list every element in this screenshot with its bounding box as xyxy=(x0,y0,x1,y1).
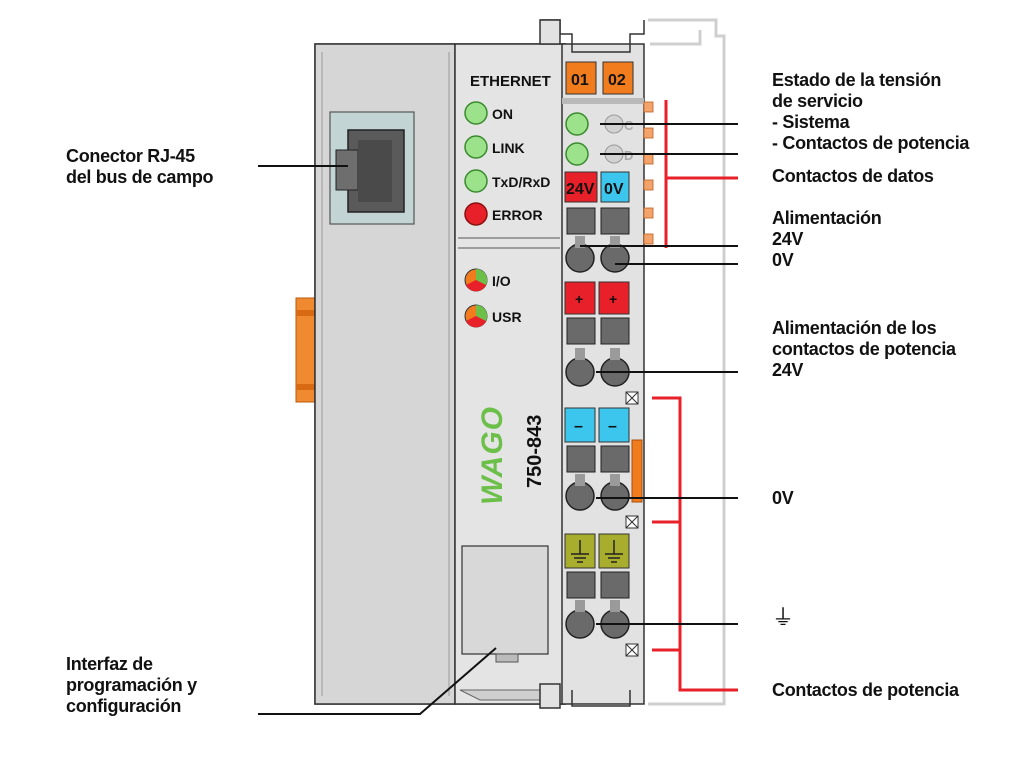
svg-text:24V: 24V xyxy=(566,181,595,198)
svg-text:+: + xyxy=(609,291,617,307)
terminal-24v-label: 24V xyxy=(564,171,598,203)
model-number: 750-843 xyxy=(524,415,546,488)
ground-symbol-icon: ⏚ xyxy=(772,606,794,631)
led-txd-rxd: TxD/RxD xyxy=(464,169,550,193)
svg-text:+: + xyxy=(575,291,583,307)
svg-text:I/O: I/O xyxy=(492,273,511,289)
svg-text:–: – xyxy=(574,418,583,435)
data-contacts-bracket xyxy=(664,100,738,248)
svg-text:0V: 0V xyxy=(604,181,624,198)
svg-text:TxD/RxD: TxD/RxD xyxy=(492,174,550,190)
slot-02: 02 xyxy=(602,61,634,95)
svg-text:02: 02 xyxy=(608,72,626,89)
svg-text:01: 01 xyxy=(571,72,589,89)
svg-text:D: D xyxy=(624,148,633,163)
svg-text:LINK: LINK xyxy=(492,140,525,156)
svg-text:ERROR: ERROR xyxy=(492,207,543,223)
label-power-contacts-supply: Alimentación de los contactos de potenci… xyxy=(772,318,956,380)
led-usr: USR xyxy=(464,304,522,328)
label-rj45: Conector RJ-45 del bus de campo xyxy=(66,146,214,187)
label-power-contacts: Contactos de potencia xyxy=(772,680,959,700)
rj45-connector xyxy=(329,111,415,225)
label-data-contacts: Contactos de datos xyxy=(772,166,934,186)
ethernet-header: ETHERNET xyxy=(470,73,551,90)
led-error: ERROR xyxy=(464,202,543,226)
svg-text:–: – xyxy=(608,418,617,435)
label-service-voltage-status: Estado de la tensión de servicio - Siste… xyxy=(772,70,970,153)
supply-led-system: C xyxy=(565,112,634,136)
label-0v: 0V xyxy=(772,488,794,508)
power-contacts-bracket xyxy=(652,396,738,692)
led-link: LINK xyxy=(464,135,525,159)
minus-terminals: – – xyxy=(564,407,643,511)
svg-text:USR: USR xyxy=(492,309,522,325)
wago-logo: WAGO xyxy=(476,406,509,505)
supply-terminals xyxy=(565,207,630,273)
svg-text:ON: ON xyxy=(492,106,513,122)
slot-01: 01 xyxy=(565,61,597,95)
led-io: I/O xyxy=(464,268,511,292)
leader-lines xyxy=(258,123,738,715)
programming-interface xyxy=(461,545,549,663)
plus-terminals: + + xyxy=(564,281,630,387)
svg-text:C: C xyxy=(624,118,634,133)
ground-terminals xyxy=(564,533,630,639)
label-supply: Alimentación 24V 0V xyxy=(772,208,882,270)
led-on: ON xyxy=(464,101,513,125)
coupler-housing xyxy=(314,43,566,705)
label-programming-interface: Interfaz de programación y configuración xyxy=(66,654,197,716)
terminal-0v-label: 0V xyxy=(600,171,630,203)
